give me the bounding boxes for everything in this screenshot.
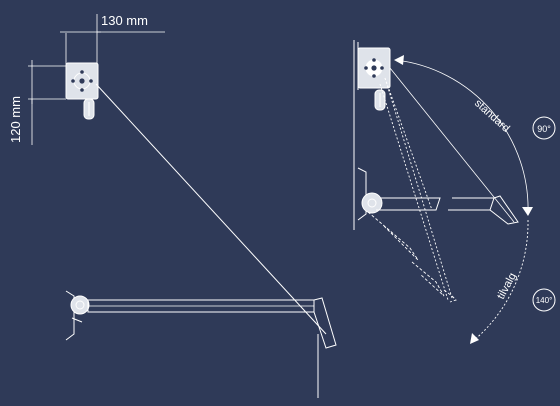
angle-badge-140: 140°	[532, 288, 556, 312]
arm-joint	[70, 295, 90, 315]
standard-label: standard	[472, 97, 512, 135]
opt-arm-tube-a	[367, 211, 419, 261]
guide-line-optional-b	[379, 83, 449, 301]
width-dimension: 130 mm	[60, 13, 165, 64]
rotation-guides	[379, 67, 515, 301]
optional-label: tilvalg	[495, 271, 519, 301]
arm-joint-pin	[75, 300, 85, 310]
arm-extended-view	[65, 83, 337, 398]
badge-90-text: 90°	[537, 124, 551, 134]
mount-hole-right	[89, 79, 93, 83]
badge-140-circle	[532, 288, 556, 312]
width-label: 130 mm	[101, 13, 148, 28]
arc-standard	[395, 59, 529, 215]
guide-line-standard	[384, 77, 433, 211]
height-dimension: 120 mm	[8, 60, 66, 145]
arc-optional	[471, 219, 529, 343]
rotation-arcs	[394, 55, 533, 344]
arc-optional-arrowhead	[470, 333, 479, 344]
std-arm-bracket	[357, 167, 367, 221]
side-hole-bottom	[372, 74, 376, 78]
arm-standard-position	[357, 167, 519, 225]
guide-line-optional-a	[384, 77, 453, 299]
height-label: 120 mm	[8, 96, 23, 143]
std-arm-tube-a	[376, 197, 441, 211]
rotation-view: standard tilvalg 90° 140°	[353, 40, 556, 344]
arc-standard-arrowhead-end	[522, 207, 533, 216]
side-hole-left	[364, 66, 368, 70]
mount-hole-bottom	[80, 88, 84, 92]
std-arm-joint-pin	[367, 198, 377, 208]
mount-hole-left	[71, 79, 75, 83]
arc-standard-arrowhead-start	[394, 55, 404, 65]
side-hole-top	[372, 58, 376, 62]
badge-140-text: 140°	[536, 296, 553, 305]
diagonal-reach-line	[95, 83, 327, 335]
opt-arm-end	[443, 289, 457, 303]
opt-arm-tube-b	[411, 261, 445, 297]
angle-badge-90: 90°	[532, 116, 556, 140]
arm-end-cap	[313, 297, 337, 349]
arm-joint-link	[71, 317, 83, 323]
arm-optional-position	[367, 211, 457, 303]
guide-line-solid	[389, 67, 515, 223]
std-arm-joint	[361, 192, 383, 214]
badge-90-circle	[532, 116, 556, 140]
wall-mount-plate-front	[65, 62, 99, 120]
mount-hole-top	[80, 70, 84, 74]
arm-wall-bracket	[65, 290, 75, 341]
std-arm-tube-b	[448, 197, 495, 211]
std-arm-end	[489, 195, 519, 225]
mount-hole-center	[79, 78, 85, 84]
side-hole-right	[380, 66, 384, 70]
side-hole-center	[371, 65, 377, 71]
